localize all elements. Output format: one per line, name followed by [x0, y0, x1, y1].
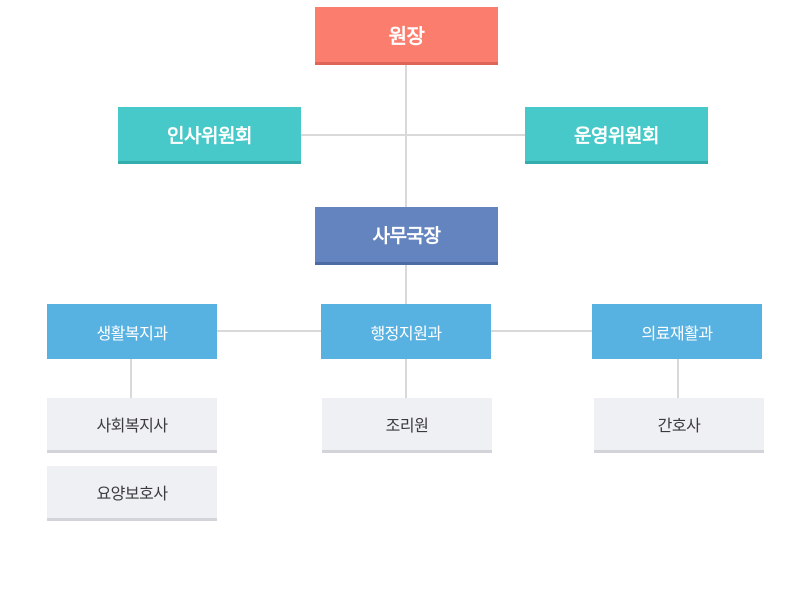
cook-label: 조리원	[385, 416, 429, 435]
hr-committee-label: 인사위원회	[167, 124, 252, 147]
care-worker-box: 요양보호사	[47, 466, 217, 521]
operations-committee-label: 운영위원회	[574, 124, 659, 147]
hr-committee-box: 인사위원회	[118, 107, 301, 164]
medical-rehab-dept-box: 의료재활과	[592, 304, 762, 359]
nurse-box: 간호사	[594, 398, 764, 453]
director-box: 원장	[315, 7, 498, 65]
director-label: 원장	[388, 24, 425, 48]
cook-box: 조리원	[322, 398, 492, 453]
care-worker-label: 요양보호사	[96, 484, 168, 503]
medical-rehab-dept-label: 의료재활과	[641, 323, 713, 343]
operations-committee-box: 운영위원회	[525, 107, 708, 164]
administration-dept-label: 행정지원과	[370, 323, 442, 343]
social-worker-box: 사회복지사	[47, 398, 217, 453]
nurse-label: 간호사	[657, 416, 701, 435]
administration-dept-box: 행정지원과	[321, 304, 491, 359]
secretary-general-box: 사무국장	[315, 207, 498, 265]
life-welfare-dept-label: 생활복지과	[96, 323, 168, 343]
social-worker-label: 사회복지사	[96, 416, 168, 435]
secretary-general-label: 사무국장	[372, 225, 441, 247]
life-welfare-dept-box: 생활복지과	[47, 304, 217, 359]
